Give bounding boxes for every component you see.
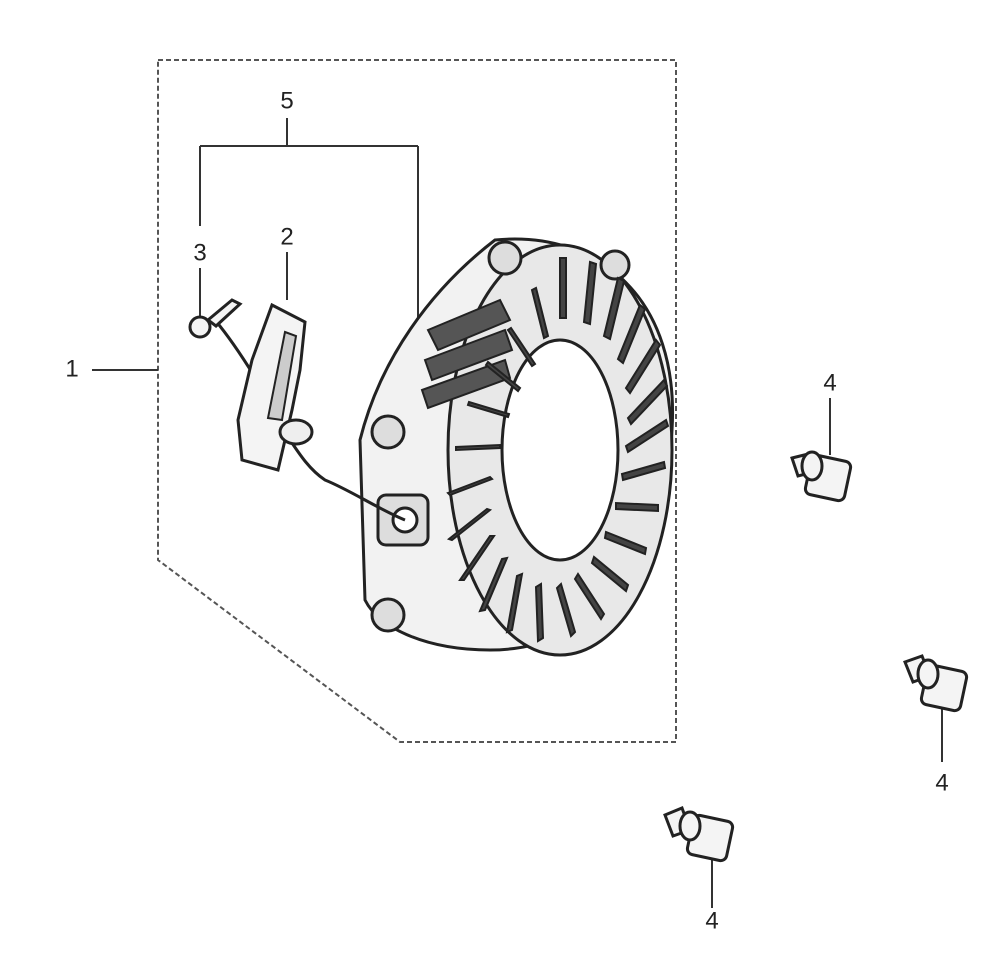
callout-5: 5 — [280, 87, 293, 114]
assembly-boundary — [157, 59, 677, 743]
callout-4c: 4 — [705, 907, 718, 934]
callout-4a: 4 — [823, 369, 836, 396]
starter-rope — [213, 319, 406, 522]
rope-set-bracket — [199, 118, 419, 335]
callout-3: 3 — [193, 239, 206, 266]
housing-ribs — [446, 257, 670, 643]
recoil-starter-housing — [358, 237, 675, 657]
callout-2: 2 — [280, 223, 293, 250]
leader-lines — [92, 252, 943, 908]
flange-bolt-b — [903, 654, 969, 713]
starter-grip — [236, 302, 314, 472]
flange-bolt-a — [790, 450, 853, 503]
callout-4b: 4 — [935, 769, 948, 796]
callout-1: 1 — [65, 355, 78, 382]
rope-clip — [188, 298, 243, 339]
flange-bolt-c — [663, 806, 735, 863]
